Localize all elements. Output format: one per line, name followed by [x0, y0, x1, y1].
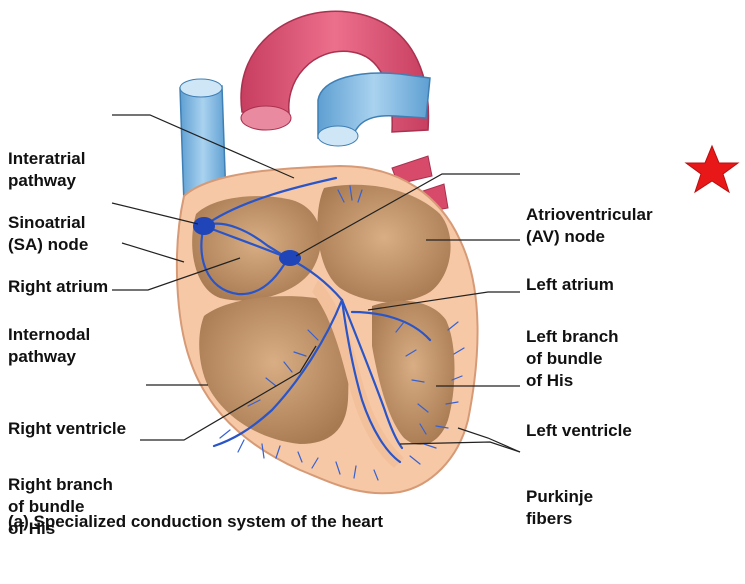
leader-purkinje-1: [399, 441, 521, 453]
left-bundle-branch: [340, 298, 404, 450]
leader-right-branch: [140, 345, 317, 441]
figure-caption: (a) Specialized conduction system of the…: [8, 512, 384, 531]
aorta: [240, 10, 430, 133]
septum: [312, 280, 404, 468]
leader-right-atrium: [121, 242, 185, 263]
leader-av-node: [295, 173, 520, 257]
right-atrium-chamber: [192, 196, 322, 301]
conduction-system: [200, 176, 432, 464]
heart-illustration: [111, 10, 740, 495]
label-left-atrium: Left atrium: [526, 275, 614, 294]
red-star-icon: [684, 144, 740, 194]
vena-cava-opening: [179, 78, 223, 98]
label-left-ventricle: Left ventricle: [526, 421, 632, 440]
leader-left-branch: [367, 291, 520, 311]
right-ventricle-chamber: [199, 296, 349, 444]
pulmonary-artery: [317, 72, 431, 141]
av-node: [279, 250, 301, 266]
left-bundle-branch-2: [340, 298, 402, 464]
label-right-ventricle: Right ventricle: [8, 419, 127, 438]
right-bundle-branch: [212, 298, 344, 448]
label-av-node: Atrioventricular(AV) node: [526, 205, 653, 246]
left-ventricle-chamber: [372, 300, 455, 445]
leader-sinoatrial: [111, 202, 199, 225]
aorta-opening: [240, 105, 292, 131]
leader-interatrial: [112, 114, 295, 179]
leader-purkinje-2: [457, 427, 521, 453]
pulmonary-opening: [317, 125, 359, 147]
sa-node: [193, 217, 215, 235]
purkinje-network: [219, 185, 465, 481]
leader-lines: [111, 114, 521, 453]
interatrial-path: [202, 176, 338, 228]
left-fascicle: [350, 310, 432, 342]
label-right-atrium: Right atrium: [8, 277, 109, 296]
label-sinoatrial-node: Sinoatrial(SA) node: [8, 213, 89, 254]
left-atrium-chamber: [317, 184, 451, 303]
leader-internodal: [112, 257, 241, 291]
internodal-path-2: [200, 224, 290, 296]
